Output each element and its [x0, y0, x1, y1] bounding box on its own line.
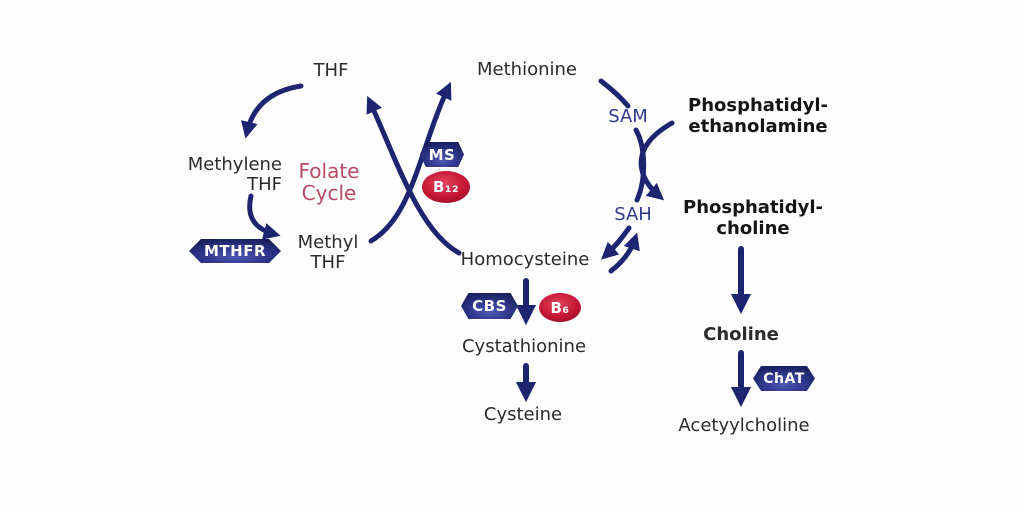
node-cystathionine: Cystathionine	[461, 336, 587, 357]
enzyme-badge-ms: MS	[420, 142, 464, 167]
arrow-homocysteine-to-sah	[608, 232, 640, 274]
arrow-sah-to-homocysteine	[600, 225, 632, 260]
node-phosphatidylcholine: Phosphatidyl- choline	[683, 197, 823, 239]
node-sah: SAH	[614, 204, 652, 225]
enzyme-badge-cbs: CBS	[461, 293, 518, 319]
node-thf: THF	[313, 60, 349, 81]
node-phosphatidylethanolamine: Phosphatidyl- ethanolamine	[688, 95, 828, 137]
node-methionine: Methionine	[477, 59, 577, 80]
node-cysteine: Cysteine	[483, 404, 563, 425]
arrow-methyl-thf-to-methionine	[368, 81, 452, 244]
node-methyl-thf: Methyl THF	[297, 232, 359, 273]
arrow-homocysteine-to-thf	[366, 95, 462, 256]
enzyme-badge-mthfr: MTHFR	[189, 239, 281, 263]
node-acetylcholine: Acetyylcholine	[678, 415, 810, 436]
enzyme-badge-chat: ChAT	[753, 366, 815, 391]
arrow-methionine-to-sam	[598, 78, 631, 109]
node-methylene-thf: Methylene THF	[187, 154, 282, 195]
node-sam: SAM	[608, 106, 648, 127]
cofactor-badge-b6: B₆	[539, 293, 581, 322]
arrow-methylene-thf-to-methyl-thf	[247, 193, 281, 240]
cofactor-badge-b12: B₁₂	[422, 171, 470, 203]
node-choline: Choline	[703, 324, 779, 345]
folate-cycle-label: Folate Cycle	[298, 159, 360, 205]
arrow-pe-to-pc	[638, 120, 675, 201]
node-homocysteine: Homocysteine	[460, 249, 590, 270]
arrow-thf-to-methylene-thf	[241, 83, 304, 139]
